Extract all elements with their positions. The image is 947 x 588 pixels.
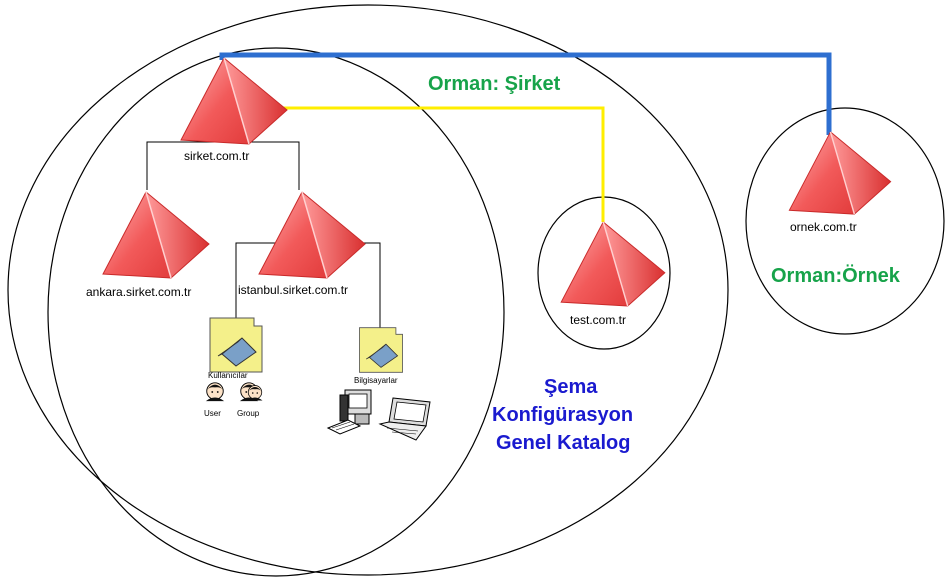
forest-title-sirket: Orman: Şirket xyxy=(428,73,561,95)
forest-trust-line xyxy=(219,52,832,135)
forest-sirket-outer xyxy=(7,4,729,576)
domain-triangle-icon xyxy=(560,221,666,307)
domain-label-root: sirket.com.tr xyxy=(184,149,249,163)
laptop-icon xyxy=(378,397,431,441)
domain-label-test: test.com.tr xyxy=(570,313,626,327)
container-label-users: Kullanıcılar xyxy=(208,371,248,380)
domain-triangle-icon xyxy=(180,57,288,145)
shared-line-config: Konfigürasyon xyxy=(492,404,633,426)
forest-ornek-circle xyxy=(745,107,945,335)
domain-triangle-icon xyxy=(258,191,366,279)
domain-label-ornek: ornek.com.tr xyxy=(790,220,857,234)
folder-icon xyxy=(359,327,403,373)
forest-title-ornek: Orman:Örnek xyxy=(771,264,901,287)
folder-icon xyxy=(209,317,263,373)
domain-label-ankara: ankara.sirket.com.tr xyxy=(86,285,191,299)
container-label-computers: Bilgisayarlar xyxy=(354,376,398,385)
tree-trust-line xyxy=(262,106,605,222)
domain-triangle-icon xyxy=(788,131,892,215)
domain-triangle-icon xyxy=(102,191,210,279)
user-icon xyxy=(205,382,225,402)
group-label: Group xyxy=(237,409,260,418)
user-label: User xyxy=(204,409,221,418)
forest-sirket-inner xyxy=(47,47,505,577)
shared-line-gc: Genel Katalog xyxy=(496,432,630,454)
shared-line-schema: Şema xyxy=(544,376,598,398)
domain-label-istanbul: istanbul.sirket.com.tr xyxy=(238,283,348,297)
desktop-computer-icon xyxy=(326,389,372,435)
